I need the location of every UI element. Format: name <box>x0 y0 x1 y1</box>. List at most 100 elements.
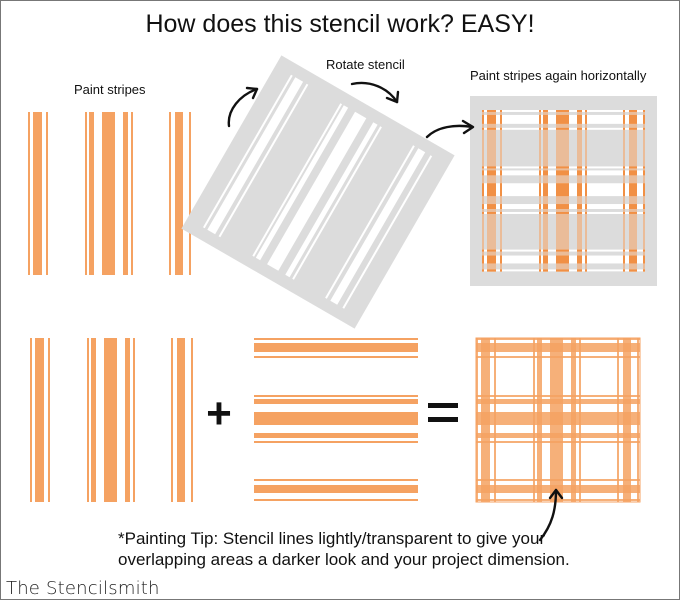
stencil-cutout-thick <box>207 77 304 235</box>
stripe-thin <box>28 112 30 275</box>
overlap-cell <box>543 249 548 252</box>
overlap-cell <box>577 269 582 272</box>
plaid-horizontal-thin <box>476 338 640 340</box>
overlap-cell <box>585 166 587 169</box>
stripe-band <box>125 338 130 502</box>
plaid-horizontal-thin <box>476 441 640 443</box>
stripe-thin <box>254 356 418 358</box>
overlap-cell <box>577 249 582 252</box>
stencil-cutout-thin <box>252 103 343 257</box>
arrow-head <box>461 119 475 135</box>
equals-sign-bottom <box>428 417 458 422</box>
overlap-cell <box>629 110 637 112</box>
overlap-cell <box>556 170 569 176</box>
stripe-thin <box>254 395 418 397</box>
equals-sign-top <box>428 403 458 408</box>
overlap-cell <box>556 249 569 252</box>
overlap-cell <box>629 166 637 169</box>
stencil-cutout-band <box>285 122 378 278</box>
stripe-thick <box>254 412 418 425</box>
page-title: How does this stencil work? EASY! <box>145 10 535 38</box>
overlap-cell <box>482 166 484 169</box>
stencil-cutout-thin <box>292 126 382 280</box>
overlap-cell <box>500 269 502 272</box>
overlap-cell <box>556 269 569 272</box>
overlap-cell <box>629 255 637 264</box>
overlap-cell <box>482 204 484 209</box>
overlap-cell <box>539 110 541 112</box>
overlap-cell <box>539 114 541 124</box>
overlap-cell <box>623 269 625 272</box>
overlap-cell <box>487 249 496 252</box>
overlap-cell <box>500 183 502 197</box>
stripe-thin <box>189 112 191 275</box>
stripe-thin <box>254 479 418 481</box>
overlap-cell <box>487 170 496 176</box>
overlap-cell <box>487 183 496 197</box>
stripe-thin <box>254 441 418 443</box>
overlap-cell <box>556 114 569 124</box>
stripe-thin <box>30 338 32 502</box>
stripe-thick <box>254 485 418 493</box>
overlap-cell <box>500 127 502 130</box>
plaid-border <box>475 337 641 503</box>
arrow-shaft <box>538 488 558 542</box>
stencil-plaid-preview <box>470 96 657 286</box>
stripe-band <box>254 433 418 438</box>
arrow-head <box>245 86 259 100</box>
overlap-cell <box>556 166 569 169</box>
overlap-cell <box>577 127 582 130</box>
plaid-horizontal-thick <box>476 485 640 493</box>
overlap-cell <box>487 127 496 130</box>
overlap-cell <box>623 166 625 169</box>
plaid-horizontal-thin <box>476 499 640 501</box>
overlap-cell <box>585 183 587 197</box>
overlap-cell <box>577 110 582 112</box>
overlap-cell <box>482 183 484 197</box>
overlap-cell <box>643 170 645 176</box>
overlap-cell <box>543 166 548 169</box>
stripe-thick <box>177 338 185 502</box>
overlap-cell <box>487 114 496 124</box>
stripe-thick <box>33 112 42 275</box>
stripe-thick <box>35 338 44 502</box>
plaid-horizontal-band <box>476 399 640 404</box>
equals-sign: = <box>0 0 1 1</box>
overlap-cell <box>577 170 582 176</box>
overlap-cell <box>539 269 541 272</box>
vertical-stripes-top <box>28 112 191 275</box>
overlap-cell <box>623 204 625 209</box>
overlap-cell <box>543 255 548 264</box>
plus-sign: + <box>206 389 232 438</box>
overlap-cell <box>585 255 587 264</box>
overlap-cell <box>629 211 637 214</box>
overlap-cell <box>539 255 541 264</box>
overlap-cell <box>539 127 541 130</box>
stripe-thin <box>48 338 50 502</box>
overlap-cell <box>623 255 625 264</box>
arrow-right-icon <box>425 119 475 139</box>
overlap-cell <box>629 183 637 197</box>
overlap-cell <box>500 204 502 209</box>
stencil-cutout-thin <box>218 83 309 238</box>
overlap-cell <box>487 204 496 209</box>
overlap-cell <box>487 166 496 169</box>
overlap-cell <box>585 127 587 130</box>
brand-logo-text: The Stencilsmith <box>6 578 160 599</box>
plaid-horizontal-thin <box>476 479 640 481</box>
plaid-horizontal-band <box>476 433 640 438</box>
overlap-cell <box>482 255 484 264</box>
painting-tip-line-1: *Painting Tip: Stencil lines lightly/tra… <box>118 529 546 548</box>
overlap-cell <box>500 255 502 264</box>
step-paint-again-label: Paint stripes again horizontally <box>470 68 647 83</box>
overlap-cell <box>543 183 548 197</box>
overlap-cell <box>629 269 637 272</box>
stripe-thin <box>254 499 418 501</box>
stripe-thin <box>85 112 87 275</box>
overlap-cell <box>577 204 582 209</box>
stencil-cutout-band <box>255 105 349 261</box>
overlap-cell <box>487 269 496 272</box>
overlap-cell <box>585 249 587 252</box>
overlap-cell <box>629 249 637 252</box>
overlap-cell <box>623 110 625 112</box>
